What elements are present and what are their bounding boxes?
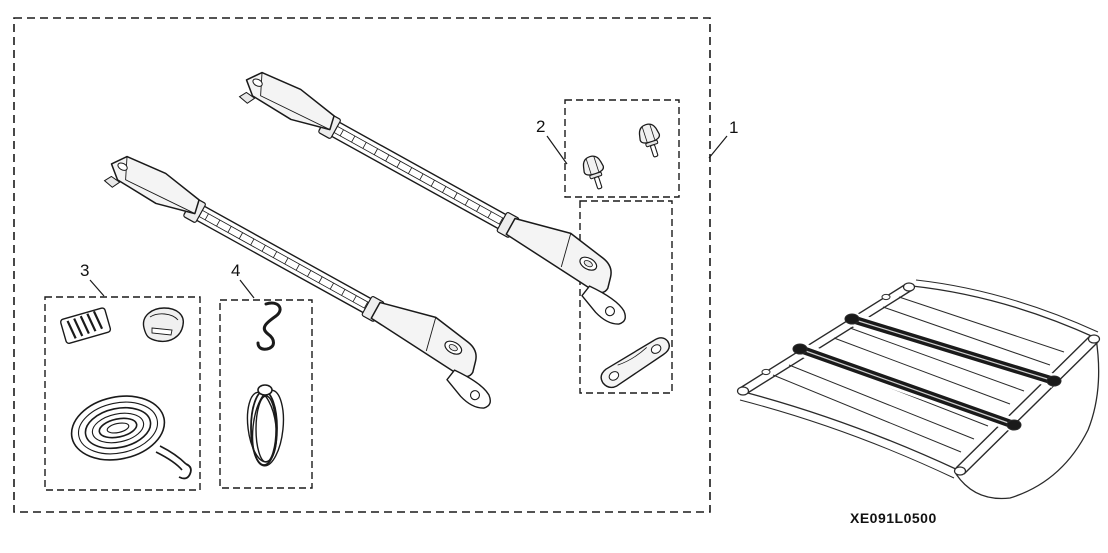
strap-kit-dashed-box	[44, 296, 201, 491]
coiled-strap	[70, 395, 192, 480]
coiled-cord	[246, 384, 285, 467]
rope-kit-dashed-box	[219, 299, 313, 489]
knob-dashed-box	[564, 99, 680, 198]
crossbar-rear	[228, 59, 650, 330]
part-code-label: XE091L0500	[850, 510, 937, 526]
callout-4: 4	[231, 261, 241, 280]
vehicle-roof-illustration	[736, 279, 1101, 500]
callout-1: 1	[729, 118, 739, 137]
rubber-pad	[60, 307, 112, 345]
kit-dashed-boundary	[13, 17, 711, 513]
installed-crossbar-front	[844, 312, 1062, 388]
callout-3: 3	[80, 261, 90, 280]
cam-buckle	[142, 307, 184, 343]
mounting-bracket	[600, 337, 670, 389]
callout-2: 2	[536, 117, 546, 136]
foot-bracket-dashed-box	[579, 200, 673, 394]
installed-crossbar-rear	[792, 342, 1022, 432]
knob-bolt-fasteners	[579, 120, 667, 193]
s-hook	[256, 301, 282, 351]
callout-leader-lines	[89, 135, 728, 299]
